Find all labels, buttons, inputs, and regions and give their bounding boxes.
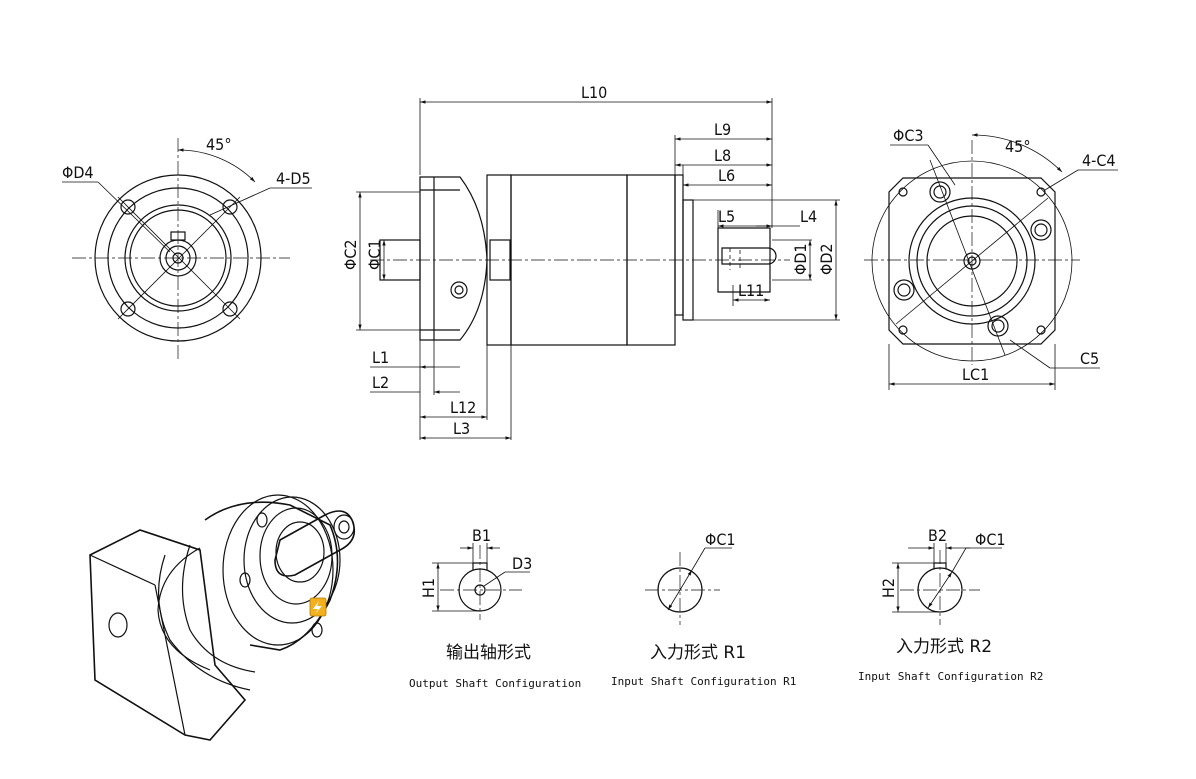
holes-4-c4-label: 4-C4 xyxy=(1082,151,1116,170)
phi-c1-label: ΦC1 xyxy=(365,239,384,270)
l5-label: L5 xyxy=(718,207,735,226)
l2-label: L2 xyxy=(372,373,389,392)
phi-d2-label: ΦD2 xyxy=(817,243,836,275)
h2-label: H2 xyxy=(879,578,898,598)
angle-45-right-label: 45° xyxy=(1005,137,1031,156)
h1-label: H1 xyxy=(419,578,438,598)
input-r2-detail xyxy=(892,543,1002,625)
output-end-view xyxy=(62,138,312,362)
l10-label: L10 xyxy=(581,83,607,102)
l8-label: L8 xyxy=(714,146,731,165)
output-caption-zh: 输出轴形式 xyxy=(446,643,531,663)
c5-label: C5 xyxy=(1080,349,1099,368)
l6-label: L6 xyxy=(718,166,735,185)
r1-caption-en: Input Shaft Configuration R1 xyxy=(611,675,796,688)
l9-label: L9 xyxy=(714,120,731,139)
holes-4-d5-label: 4-D5 xyxy=(276,169,311,188)
output-caption-en: Output Shaft Configuration xyxy=(409,677,581,690)
l12-label: L12 xyxy=(450,398,476,417)
l11-label: L11 xyxy=(738,281,764,300)
phi-d4-label: ΦD4 xyxy=(62,163,94,182)
r2-caption-zh: 入力形式 R2 xyxy=(896,637,992,657)
phi-d1-label: ΦD1 xyxy=(791,243,810,275)
phi-c1-r2-label: ΦC1 xyxy=(975,530,1006,549)
input-r1-detail xyxy=(645,547,732,625)
phi-c1-r1-label: ΦC1 xyxy=(705,530,736,549)
b2-label: B2 xyxy=(928,526,947,545)
r1-caption-zh: 入力形式 R1 xyxy=(650,643,746,663)
phi-c2-label: ΦC2 xyxy=(341,239,360,270)
gearbox-3d-view xyxy=(89,494,356,741)
b1-label: B1 xyxy=(472,526,491,545)
side-view xyxy=(370,174,790,346)
r2-caption-en: Input Shaft Configuration R2 xyxy=(858,670,1043,683)
l3-label: L3 xyxy=(453,419,470,438)
d3-label: D3 xyxy=(512,554,532,573)
angle-45-left-label: 45° xyxy=(206,135,232,154)
phi-c3-label: ΦC3 xyxy=(893,126,924,145)
l4-label: L4 xyxy=(800,207,817,226)
lc1-label: LC1 xyxy=(962,365,989,384)
output-shaft-detail xyxy=(432,543,530,620)
lightning-badge-icon xyxy=(309,597,327,617)
side-view-dimensions xyxy=(356,98,840,440)
l1-label: L1 xyxy=(372,348,389,367)
input-end-view xyxy=(864,133,1118,390)
